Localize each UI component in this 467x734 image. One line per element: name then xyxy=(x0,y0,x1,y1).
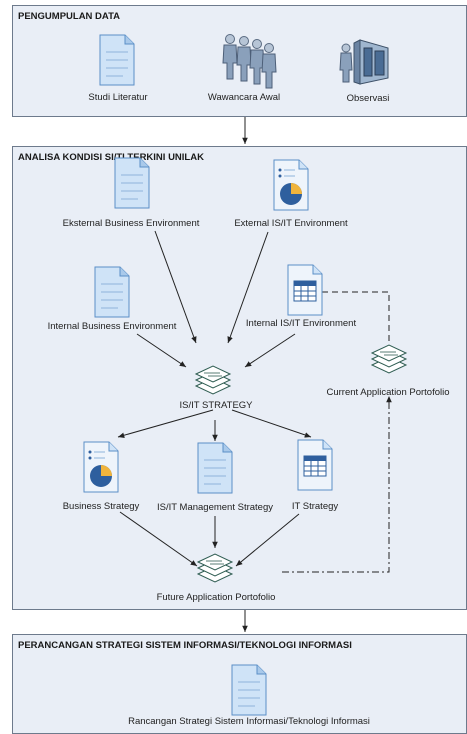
node-external-isit-environment: External IS/IT Environment xyxy=(234,218,348,229)
document-icon xyxy=(231,664,267,716)
node-isit-management-strategy: IS/IT Management Strategy xyxy=(157,502,273,513)
panel-analisa-kondisi: ANALISA KONDISI SI/TI TERKINI UNILAK xyxy=(12,146,467,610)
stacked-layers-icon xyxy=(371,344,407,374)
node-studi-literatur: Studi Literatur xyxy=(88,92,148,103)
panel-title: PENGUMPULAN DATA xyxy=(18,11,121,22)
node-wawancara-awal: Wawancara Awal xyxy=(207,92,281,103)
document-icon xyxy=(114,157,150,209)
stacked-layers-icon xyxy=(197,553,233,583)
document-icon xyxy=(197,442,233,494)
node-internal-isit-environment: Internal IS/IT Environment xyxy=(245,318,357,329)
node-internal-business-environment: Internal Business Environment xyxy=(47,321,177,332)
node-business-strategy: Business Strategy xyxy=(62,501,140,512)
node-observasi: Observasi xyxy=(346,93,390,104)
node-eksternal-business-environment: Eksternal Business Environment xyxy=(62,218,200,229)
node-it-strategy: IT Strategy xyxy=(291,501,339,512)
document-icon xyxy=(94,266,130,318)
node-future-application-portofolio: Future Application Portofolio xyxy=(156,592,276,603)
table-document-icon xyxy=(287,264,323,316)
node-rancangan-strategi: Rancangan Strategi Sistem Informasi/Tekn… xyxy=(128,716,370,727)
node-isit-strategy: IS/IT STRATEGY xyxy=(179,400,253,411)
server-observation-icon xyxy=(339,39,389,85)
stacked-layers-icon xyxy=(195,365,231,395)
panel-title: PERANCANGAN STRATEGI SISTEM INFORMASI/TE… xyxy=(18,640,352,651)
table-document-icon xyxy=(297,439,333,491)
document-icon xyxy=(99,34,135,86)
node-current-application-portofolio: Current Application Portofolio xyxy=(326,387,450,398)
people-group-icon xyxy=(222,34,277,89)
pie-chart-document-icon xyxy=(273,159,309,211)
panel-title: ANALISA KONDISI SI/TI TERKINI UNILAK xyxy=(18,152,204,163)
pie-chart-document-icon xyxy=(83,441,119,493)
